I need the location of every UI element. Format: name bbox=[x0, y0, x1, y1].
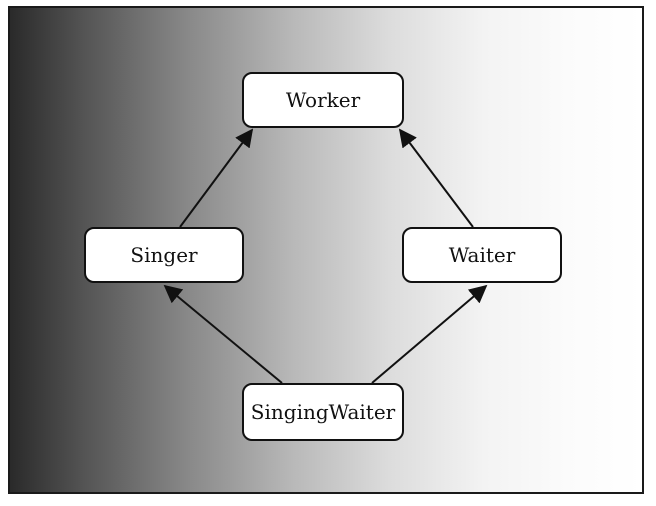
arrow-singingwaiter-to-waiter bbox=[371, 284, 488, 384]
node-worker: Worker bbox=[242, 72, 404, 128]
node-singer-label: Singer bbox=[130, 243, 198, 267]
node-worker-label: Worker bbox=[285, 88, 361, 112]
arrow-singer-to-worker bbox=[179, 128, 254, 228]
node-singing-waiter-label: SingingWaiter bbox=[250, 400, 396, 424]
node-waiter-label: Waiter bbox=[448, 243, 516, 267]
node-waiter: Waiter bbox=[402, 227, 562, 283]
node-singer: Singer bbox=[84, 227, 244, 283]
arrow-waiter-to-worker bbox=[398, 128, 474, 228]
arrow-singingwaiter-to-singer bbox=[163, 284, 283, 384]
node-singing-waiter: SingingWaiter bbox=[242, 383, 404, 441]
